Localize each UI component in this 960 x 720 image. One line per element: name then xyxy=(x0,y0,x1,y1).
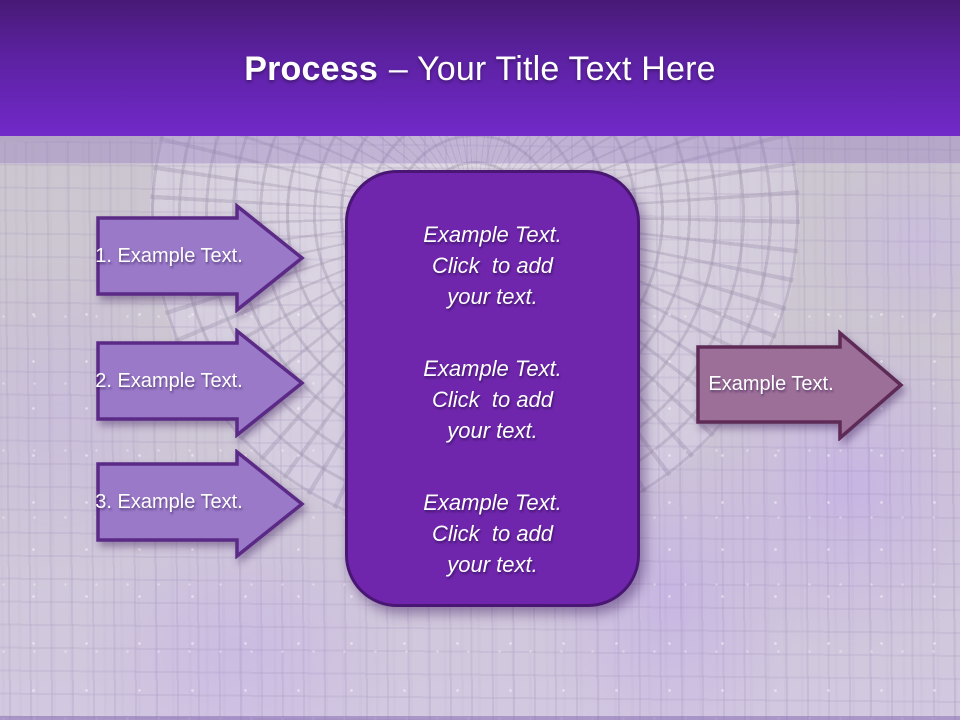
right-arrow-polygon xyxy=(96,203,305,313)
right-arrow-polygon xyxy=(96,328,305,438)
step-label: 1. Example Text. xyxy=(95,244,243,267)
accent-stripe xyxy=(0,136,960,164)
process-step-arrow-1[interactable]: 1. Example Text. xyxy=(95,203,305,313)
process-step-arrow-3[interactable]: 3. Example Text. xyxy=(95,449,305,559)
header-band: Process – Your Title Text Here xyxy=(0,0,960,136)
detail-box[interactable]: Example Text. Click to add your text. Ex… xyxy=(345,170,640,607)
bottom-edge-strip xyxy=(0,716,960,720)
page-title-rest: – Your Title Text Here xyxy=(388,50,716,88)
step-label: 3. Example Text. xyxy=(95,490,243,513)
page-title[interactable]: Process – Your Title Text Here xyxy=(0,50,960,89)
detail-paragraph: Example Text. Click to add your text. xyxy=(423,222,562,309)
result-arrow[interactable]: Example Text. xyxy=(696,329,904,441)
detail-paragraph: Example Text. Click to add your text. xyxy=(423,490,562,577)
lavender-blob-texture xyxy=(810,140,960,340)
right-arrow-shape xyxy=(96,203,305,313)
result-arrow-label: Example Text. xyxy=(708,373,834,395)
right-arrow-polygon xyxy=(96,449,305,559)
right-arrow-shape xyxy=(96,449,305,559)
page-title-emphasis: Process xyxy=(244,50,378,88)
step-label: 2. Example Text. xyxy=(95,369,243,392)
process-step-arrow-2[interactable]: 2. Example Text. xyxy=(95,328,305,438)
detail-paragraph: Example Text. Click to add your text. xyxy=(423,356,562,443)
right-arrow-shape xyxy=(96,328,305,438)
